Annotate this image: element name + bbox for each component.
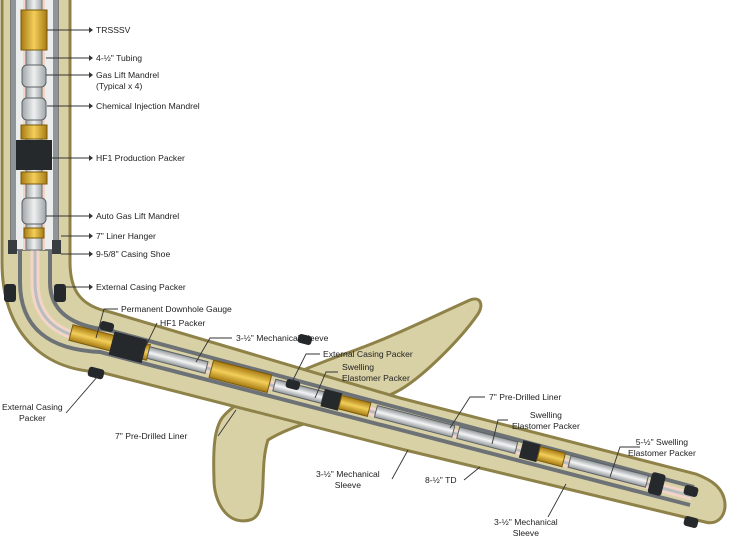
- label-mechanical-sleeve-low: 3-½" Mechanical Sleeve: [494, 517, 558, 539]
- label-swelling-1-line1: Swelling: [342, 362, 375, 372]
- label-swelling-elastomer-packer-2: Swelling Elastomer Packer: [512, 410, 580, 432]
- leader-lines: [46, 29, 640, 518]
- label-chemical-injection-mandrel: Chemical Injection Mandrel: [96, 101, 200, 111]
- label-gas-lift-mandrel: Gas Lift Mandrel (Typical x 4): [96, 70, 159, 92]
- label-swelling-2-line1: Swelling: [529, 410, 562, 420]
- tubing-string: [16, 0, 52, 251]
- label-gas-lift-mandrel-line1: Gas Lift Mandrel: [96, 70, 160, 80]
- external-casing-packer-vertical: [4, 284, 66, 302]
- label-td: 8-½" TD: [425, 475, 457, 485]
- lateral-tools: [68, 324, 666, 496]
- label-swelling-elastomer-packer-1: Swelling Elastomer Packer: [342, 362, 410, 384]
- label-swelling-2-line2: Elastomer Packer: [512, 421, 580, 431]
- label-external-casing-packer: External Casing Packer: [96, 282, 186, 292]
- label-mech-sleeve-mid-line2: Sleeve: [334, 480, 361, 490]
- label-casing-shoe: 9-5/8" Casing Shoe: [96, 249, 171, 259]
- label-mechanical-sleeve-top: 3-½" Mechanical Sleeve: [236, 333, 329, 343]
- label-mechanical-sleeve-mid: 3-½" Mechanical Sleeve: [316, 469, 380, 491]
- label-mech-sleeve-low-line1: 3-½" Mechanical: [494, 517, 558, 527]
- label-gas-lift-mandrel-line2: (Typical x 4): [96, 81, 143, 91]
- label-external-casing-packer-left: External Casing Packer: [2, 402, 63, 424]
- label-swelling-3-line1: 5-½" Swelling: [635, 437, 689, 447]
- label-permanent-downhole-gauge: Permanent Downhole Gauge: [121, 304, 232, 314]
- label-liner-hanger: 7" Liner Hanger: [96, 231, 156, 241]
- label-mech-sleeve-mid-line1: 3-½" Mechanical: [316, 469, 380, 479]
- label-mech-sleeve-low-line2: Sleeve: [512, 528, 539, 538]
- label-hf1-packer: HF1 Packer: [160, 318, 206, 328]
- label-ext-casing-left-line1: External Casing: [2, 402, 63, 412]
- label-external-casing-packer-lateral: External Casing Packer: [323, 349, 413, 359]
- label-tubing: 4-½" Tubing: [96, 53, 143, 63]
- label-pre-drilled-liner-right: 7" Pre-Drilled Liner: [489, 392, 562, 402]
- label-pre-drilled-liner-left: 7" Pre-Drilled Liner: [115, 431, 188, 441]
- leader-markers: [89, 27, 93, 290]
- label-hf1-production-packer: HF1 Production Packer: [96, 153, 185, 163]
- external-casing-packers-lateral: [87, 321, 699, 528]
- label-ext-casing-left-line2: Packer: [18, 413, 46, 423]
- label-swelling-3-line2: Elastomer Packer: [628, 448, 696, 458]
- label-auto-gas-lift-mandrel: Auto Gas Lift Mandrel: [96, 211, 180, 221]
- label-trsssv: TRSSSV: [96, 25, 131, 35]
- label-swelling-elastomer-packer-3: 5-½" Swelling Elastomer Packer: [628, 437, 696, 459]
- label-swelling-1-line2: Elastomer Packer: [342, 373, 410, 383]
